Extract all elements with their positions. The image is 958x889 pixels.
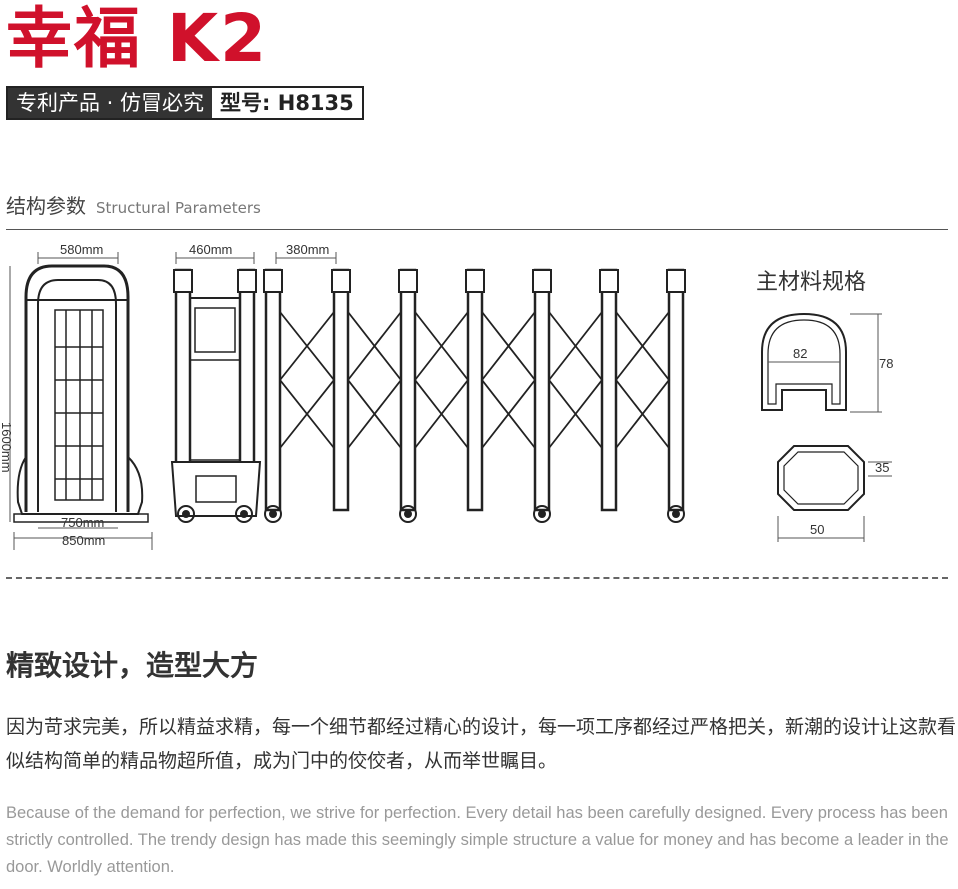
tagline-box: 专利产品 · 仿冒必究 型号: H8135 (6, 86, 364, 120)
section-title-en: Structural Parameters (96, 199, 261, 217)
profile-octagon-dimensions (777, 461, 892, 542)
profile-arch-height: 78 (879, 356, 893, 371)
side-dimension-lines (175, 252, 337, 264)
profile-arch-dimensions (768, 313, 882, 413)
dim-460: 460mm (189, 242, 232, 257)
scissor-lattice (279, 311, 671, 449)
feature-description-zh: 因为苛求完美，所以精益求精，每一个细节都经过精心的设计，每一项工序都经过严格把关… (6, 716, 957, 772)
feature-headline: 精致设计，造型大方 (6, 649, 259, 682)
dim-750: 750mm (61, 515, 104, 530)
gate-retractable-body (263, 268, 686, 523)
gate-front-view (13, 264, 149, 523)
front-dimension-lines (9, 252, 153, 550)
model-number: 型号: H8135 (212, 88, 362, 118)
profile-octagon-height: 35 (875, 460, 889, 475)
profile-octagon-width: 50 (810, 522, 824, 537)
material-spec-title: 主材料规格 (756, 270, 866, 295)
dim-1600: 1600mm (0, 422, 14, 473)
gate-head-side-view (170, 268, 262, 523)
gate-structure-diagram: 580mm 1600mm 750mm 850mm 460mm 380mm (0, 242, 893, 550)
profile-arch-width: 82 (793, 346, 807, 361)
section-title-zh: 结构参数 (6, 194, 86, 218)
section-heading: 结构参数 Structural Parameters (6, 190, 261, 219)
dim-850: 850mm (62, 533, 105, 548)
tagline-patent: 专利产品 · 仿冒必究 (8, 88, 213, 118)
dim-380: 380mm (286, 242, 329, 257)
dashed-divider (6, 577, 948, 579)
feature-description-en: Because of the demand for perfection, we… (6, 804, 949, 876)
brand-title: 幸福 K2 (6, 0, 269, 77)
dim-580: 580mm (60, 242, 103, 257)
gate-wheels (264, 505, 685, 523)
profile-octagon-section (777, 445, 865, 511)
section-divider (6, 229, 948, 230)
profile-arch-section (761, 312, 847, 411)
